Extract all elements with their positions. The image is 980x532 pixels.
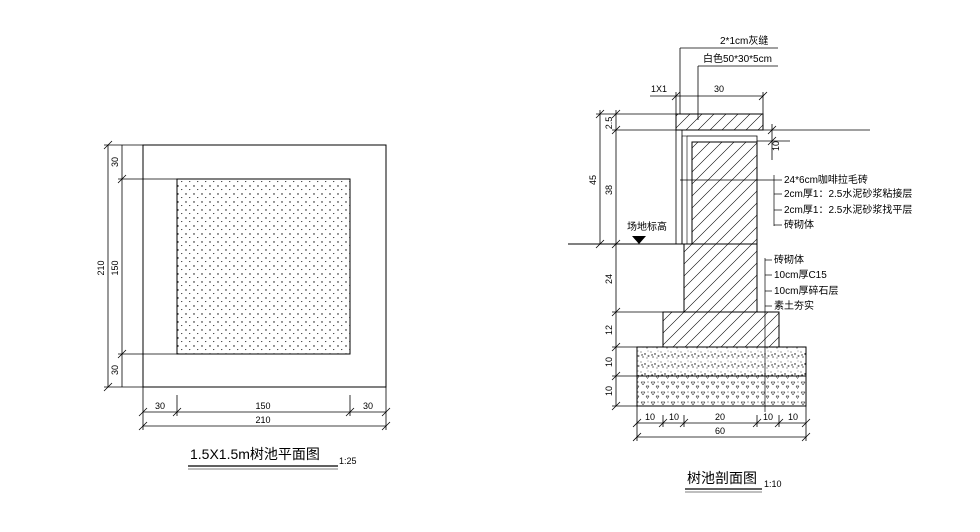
- section-dim-10b: 10: [604, 386, 614, 396]
- ground-marker-icon: [632, 236, 646, 244]
- footing: [662, 311, 780, 348]
- section-bottom-dim-total: 60: [715, 426, 725, 436]
- section-title: 树池剖面图: [687, 470, 757, 486]
- plan-outer-square: [142, 144, 387, 388]
- label-joint: 2*1cm灰缝: [720, 34, 768, 47]
- upper-callout-leaders: [680, 175, 782, 226]
- section-bottom-dim-4: 10: [763, 412, 773, 422]
- plan-dim-bottom-total: 210: [255, 415, 270, 425]
- section-bottom-dim-3: 20: [715, 412, 725, 422]
- callout-upper-1: 24*6cm咖啡拉毛砖: [784, 173, 868, 186]
- section-dim-2-5: 2.5: [604, 117, 614, 130]
- section-scale: 1:10: [764, 479, 782, 489]
- plan-dim-left-total: 210: [96, 260, 106, 275]
- section-left-dims: [595, 109, 676, 411]
- veneer-brick: [675, 129, 683, 245]
- plan-left-dims: [103, 140, 177, 392]
- cap-right-dim-value: 10: [771, 141, 781, 151]
- plan-dim-left-bot: 30: [110, 365, 120, 375]
- plan-scale: 1:25: [339, 456, 357, 466]
- callout-lower-3: 10cm厚碎石层: [774, 284, 838, 297]
- section-bottom-dim-5: 10: [788, 412, 798, 422]
- callout-upper-3: 2cm厚1：2.5水泥砂浆找平层: [784, 203, 912, 216]
- top-leaders: [650, 47, 778, 120]
- section-view: 场地标高 10: [568, 34, 912, 493]
- label-chamfer: 1X1: [651, 84, 667, 94]
- plan-dim-bottom-left: 30: [155, 401, 165, 411]
- section-dim-45: 45: [588, 175, 598, 185]
- lower-callout-leaders: [764, 258, 772, 412]
- plan-dim-left-top: 30: [110, 157, 120, 167]
- section-bottom-dim-2: 10: [669, 412, 679, 422]
- plan-dim-left-mid: 150: [110, 260, 120, 275]
- wall-below-grade: [683, 243, 758, 313]
- plan-bottom-dims: [138, 387, 391, 431]
- label-cap-width: 30: [714, 84, 724, 94]
- section-dim-38: 38: [604, 185, 614, 195]
- cap-right-dim: [757, 124, 870, 160]
- callout-upper-4: 砖砌体: [784, 218, 814, 231]
- plan-inner-square: [176, 178, 351, 355]
- section-dim-24: 24: [604, 274, 614, 284]
- label-cap: 白色50*30*5cm: [703, 52, 772, 65]
- section-bottom-dims: [632, 406, 811, 442]
- cap-stone: [675, 113, 764, 131]
- plan-view: 210 30 150 30 30 150 30 210 1.5X1.5m树池平面…: [96, 140, 391, 470]
- section-dim-12: 12: [604, 325, 614, 335]
- plan-title: 1.5X1.5m树池平面图: [190, 446, 320, 462]
- gravel-base: [636, 375, 807, 407]
- mortar-layer-1: [681, 135, 688, 245]
- section-dim-10a: 10: [604, 357, 614, 367]
- wall-core: [691, 141, 758, 245]
- callout-upper-2: 2cm厚1：2.5水泥砂浆粘接层: [784, 187, 912, 200]
- ground-label: 场地标高: [627, 220, 667, 233]
- callout-lower-4: 素土夯实: [774, 299, 814, 312]
- callout-lower-1: 砖砌体: [774, 253, 804, 266]
- plan-dim-bottom-mid: 150: [255, 401, 270, 411]
- concrete-base: [636, 346, 807, 377]
- plan-dim-bottom-right: 30: [363, 401, 373, 411]
- callout-lower-2: 10cm厚C15: [774, 269, 827, 281]
- section-bottom-dim-1: 10: [645, 412, 655, 422]
